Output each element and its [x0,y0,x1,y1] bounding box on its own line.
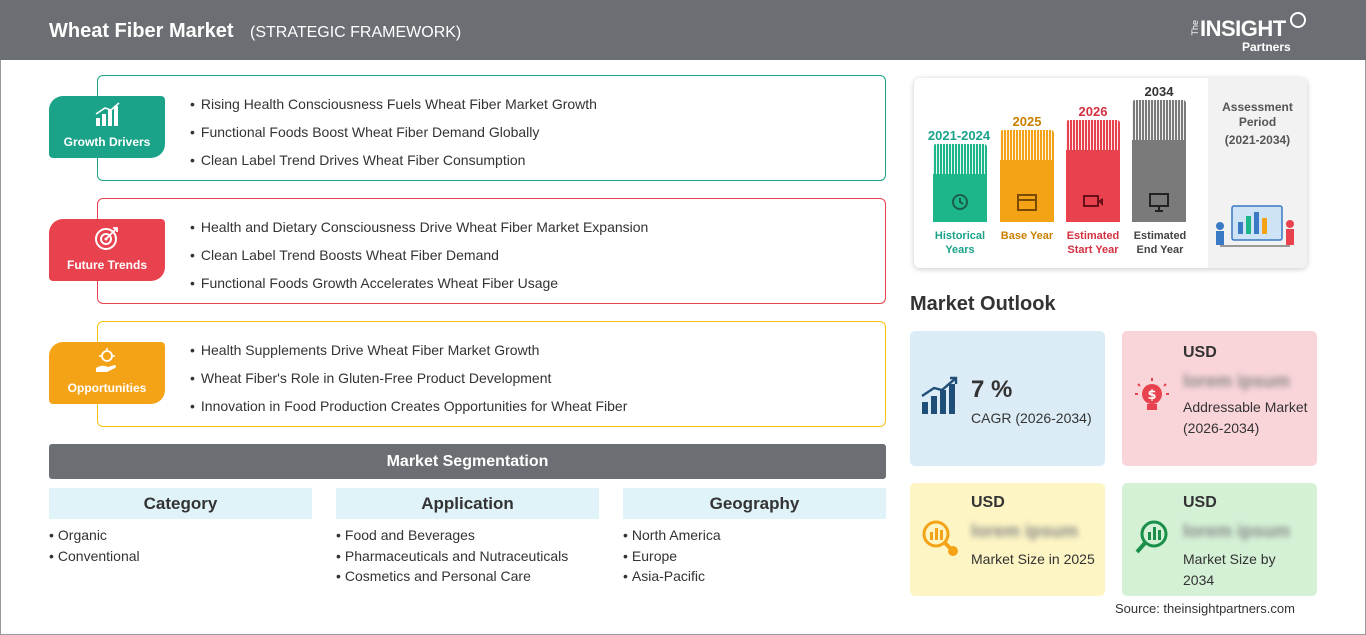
size2025-value: lorem ipsum [971,521,1079,541]
growth-drivers-label: Growth Drivers [63,135,151,149]
chart-magnifier-icon [1135,520,1168,554]
launch-icon [1083,195,1103,207]
growth-drivers-tag: Growth Drivers [49,96,165,158]
cagr-value: 7 % [971,376,1013,403]
future-trends-list: Health and Dietary Consciousness Drive W… [190,213,648,297]
logo-ring-icon [1290,12,1306,28]
list-item: Clean Label Trend Boosts Wheat Fiber Dem… [190,241,648,269]
segment-heading: Application [336,488,599,519]
addressable-usd: USD [1183,344,1217,361]
segment-heading: Category [49,488,312,519]
growth-drivers-list: Rising Health Consciousness Fuels Wheat … [190,90,597,174]
market-segmentation-header: Market Segmentation [49,444,886,479]
year-base: 2025 [1012,114,1042,129]
list-item: Health and Dietary Consciousness Drive W… [190,213,648,241]
opportunities-card: Health Supplements Drive Wheat Fiber Mar… [97,321,886,427]
bar-start [1066,120,1120,222]
calendar-icon [1017,194,1037,211]
cagr-box: 7 % CAGR (2026-2034) [910,331,1105,466]
year-end: 2034 [1144,84,1174,99]
label-start: Estimated Start Year [1066,230,1120,256]
idea-dollar-icon: $ [1135,378,1169,410]
bar-historical [933,144,987,222]
future-trends-card: Health and Dietary Consciousness Drive W… [97,198,886,304]
size2034-usd: USD [1183,494,1217,511]
list-item: Rising Health Consciousness Fuels Wheat … [190,90,597,118]
future-trends-tag: Future Trends [49,219,165,281]
opportunities-list: Health Supplements Drive Wheat Fiber Mar… [190,336,627,420]
year-historical: 2021-2024 [927,128,991,143]
svg-text:$: $ [1147,388,1156,403]
label-base: Base Year [1000,230,1054,242]
opportunities-label: Opportunities [67,381,147,395]
analytics-people-icon [1216,205,1294,247]
list-item: Innovation in Food Production Creates Op… [190,392,627,420]
presentation-icon [1149,193,1169,212]
header-bar: Wheat Fiber Market (STRATEGIC FRAMEWORK)… [0,0,1366,60]
source-credit: Source: theinsightpartners.com [1115,601,1295,616]
year-start: 2026 [1078,104,1108,119]
list-item: Functional Foods Growth Accelerates Whea… [190,269,648,297]
coins-magnifier-icon [922,520,958,556]
label-historical: Historical Years [934,230,986,256]
assessment-title: Assessment Period [1222,100,1293,129]
assessment-period-card: Assessment Period (2021-2034) 2021-2024 … [914,78,1307,268]
page-title: Wheat Fiber Market [49,20,234,42]
list-item: Food and Beverages [336,525,599,546]
list-item: Conventional [49,546,312,567]
list-item: Europe [623,546,886,567]
bar-end [1132,100,1186,222]
label-end: Estimated End Year [1133,230,1187,256]
logo-insight: INSIGHT [1200,16,1286,41]
addressable-market-box: USD lorem ipsum $ Addressable Market (20… [1122,331,1317,466]
assessment-period: (2021-2034) [1224,133,1291,147]
history-clock-icon [952,194,968,210]
list-item: Organic [49,525,312,546]
list-item: Pharmaceuticals and Nutraceuticals [336,546,599,567]
insight-partners-logo[interactable]: The INSIGHT Partners [1190,10,1310,54]
logo-the: The [1190,20,1200,36]
market-outlook-title: Market Outlook [910,293,1056,315]
market-size-2034-box: USD lorem ipsum Market Size by 2034 [1122,483,1317,596]
market-size-2025-box: USD lorem ipsum Market Size in 2025 [910,483,1105,596]
size2034-value: lorem ipsum [1183,521,1291,541]
hand-lightbulb-icon [96,348,116,372]
bar-chart-growth-icon [95,102,120,126]
cagr-label: CAGR (2026-2034) [971,410,1092,426]
bar-growth-icon [921,376,958,414]
list-item: Asia-Pacific [623,566,886,587]
future-trends-label: Future Trends [66,258,147,272]
list-item: Health Supplements Drive Wheat Fiber Mar… [190,336,627,364]
list-item: Cosmetics and Personal Care [336,566,599,587]
bar-base [1000,130,1054,222]
segment-category: Category Organic Conventional [49,488,312,566]
list-item: Wheat Fiber's Role in Gluten-Free Produc… [190,364,627,392]
size2025-label: Market Size in 2025 [971,551,1095,567]
list-item: North America [623,525,886,546]
growth-drivers-card: Rising Health Consciousness Fuels Wheat … [97,75,886,181]
addressable-value: lorem ipsum [1183,371,1291,391]
size2034-label: Market Size by 2034 [1183,551,1276,588]
segment-geography: Geography North America Europe Asia-Paci… [623,488,886,587]
addressable-label: Addressable Market (2026-2034) [1183,399,1308,436]
opportunities-tag: Opportunities [49,342,165,404]
list-item: Functional Foods Boost Wheat Fiber Deman… [190,118,597,146]
page-subtitle: (STRATEGIC FRAMEWORK) [250,24,462,41]
target-icon [95,227,118,250]
list-item: Clean Label Trend Drives Wheat Fiber Con… [190,146,597,174]
size2025-usd: USD [971,494,1005,511]
logo-partners: Partners [1242,40,1291,54]
segment-application: Application Food and Beverages Pharmaceu… [336,488,599,587]
segment-heading: Geography [623,488,886,519]
